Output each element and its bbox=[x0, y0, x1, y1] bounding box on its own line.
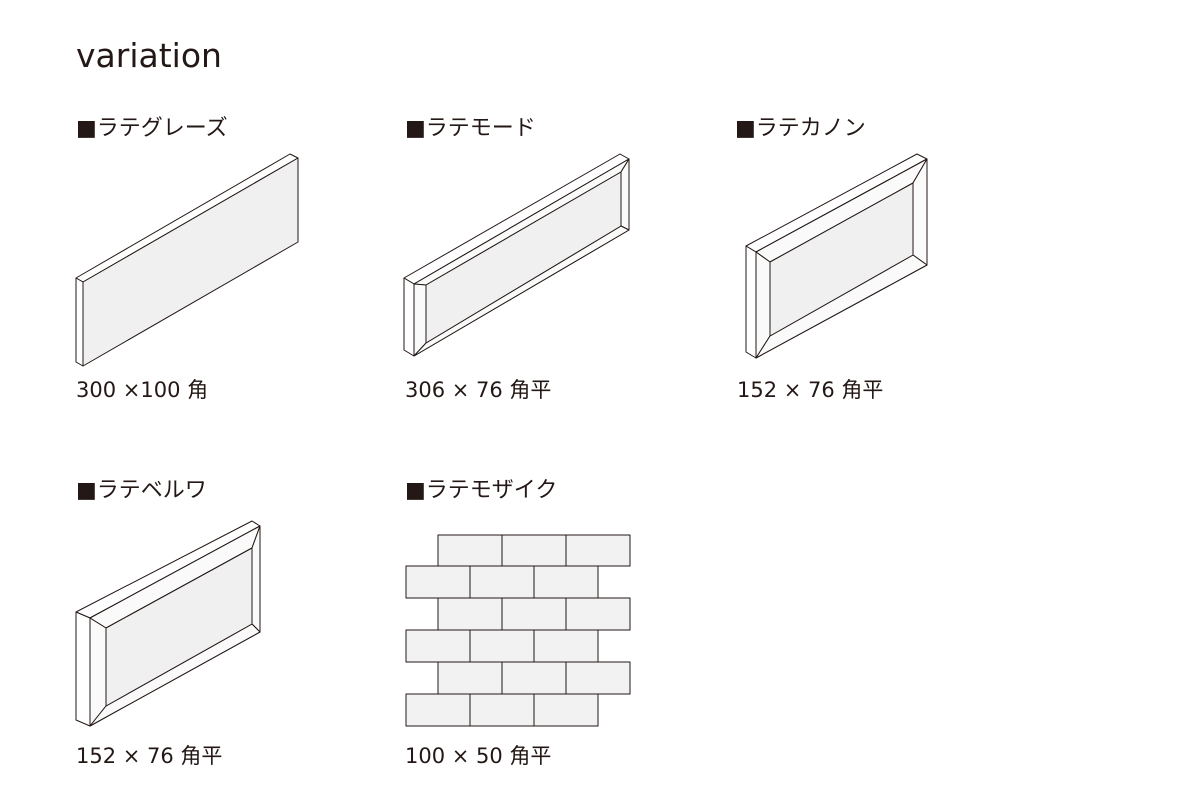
page-title: variation bbox=[76, 36, 222, 75]
tile-size-latte-belwa: 152 × 76 角平 bbox=[76, 744, 223, 768]
tile-name-latte-canon: ■ラテカノン bbox=[735, 116, 866, 141]
tile-name-latte-mode: ■ラテモード bbox=[405, 116, 536, 141]
tile-name-latte-belwa: ■ラテベルワ bbox=[76, 478, 207, 503]
tile-name-latte-mosaic: ■ラテモザイク bbox=[405, 478, 558, 503]
tile-size-latte-glaze: 300 ×100 角 bbox=[76, 378, 209, 402]
tile-size-latte-mode: 306 × 76 角平 bbox=[405, 378, 552, 402]
tile-size-latte-canon: 152 × 76 角平 bbox=[737, 378, 884, 402]
tile-size-latte-mosaic: 100 × 50 角平 bbox=[405, 744, 552, 768]
tile-name-latte-glaze: ■ラテグレーズ bbox=[76, 116, 228, 141]
